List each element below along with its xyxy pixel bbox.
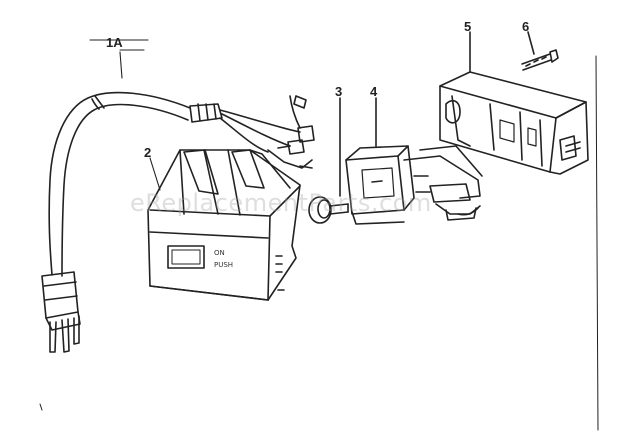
housing-label-on: ON (214, 249, 225, 257)
mounting-bracket (439, 31, 589, 175)
plug (41, 271, 81, 353)
callout-5: 5 (464, 19, 472, 34)
callout-3: 3 (335, 84, 343, 99)
reset-knob (308, 97, 349, 224)
screw (521, 31, 559, 71)
cord-wires (219, 95, 315, 169)
callout-4: 4 (370, 84, 378, 99)
cord-strain-relief (189, 103, 223, 123)
housing-label-push: PUSH (214, 261, 234, 269)
frame-edge-line (595, 55, 599, 431)
outlet-housing (147, 149, 301, 301)
callout-1a: 1A (106, 35, 123, 50)
callout-leaders (89, 39, 161, 191)
switch-assembly (345, 97, 483, 225)
scan-artifact (39, 403, 43, 411)
power-cord (48, 91, 191, 277)
callout-2: 2 (144, 145, 152, 160)
callout-6: 6 (522, 19, 530, 34)
